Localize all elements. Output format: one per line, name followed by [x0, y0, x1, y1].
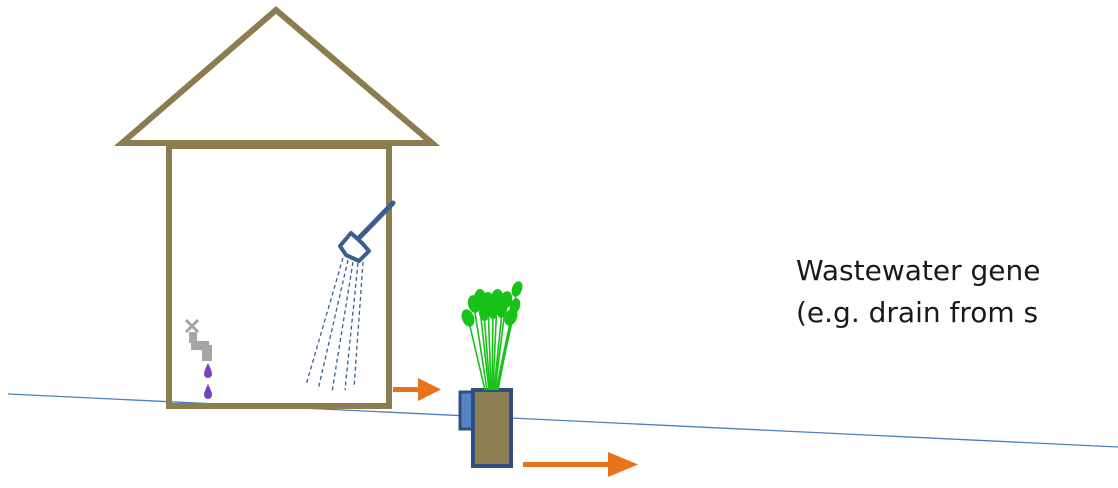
- caption-line-1: Wastewater gene: [796, 254, 1041, 287]
- shower-head-icon: [305, 200, 396, 393]
- faucet-icon: [184, 318, 212, 361]
- ground-line: [7, 393, 1118, 448]
- plants-icon: [461, 281, 523, 391]
- house-icon: [113, 6, 441, 409]
- water-drop-icon: [204, 363, 212, 399]
- flow-arrow-icon: [523, 452, 638, 477]
- flow-arrow-icon: [393, 378, 441, 401]
- planter-filter-icon: [458, 388, 513, 468]
- caption-line-2: (e.g. drain from s: [796, 296, 1039, 329]
